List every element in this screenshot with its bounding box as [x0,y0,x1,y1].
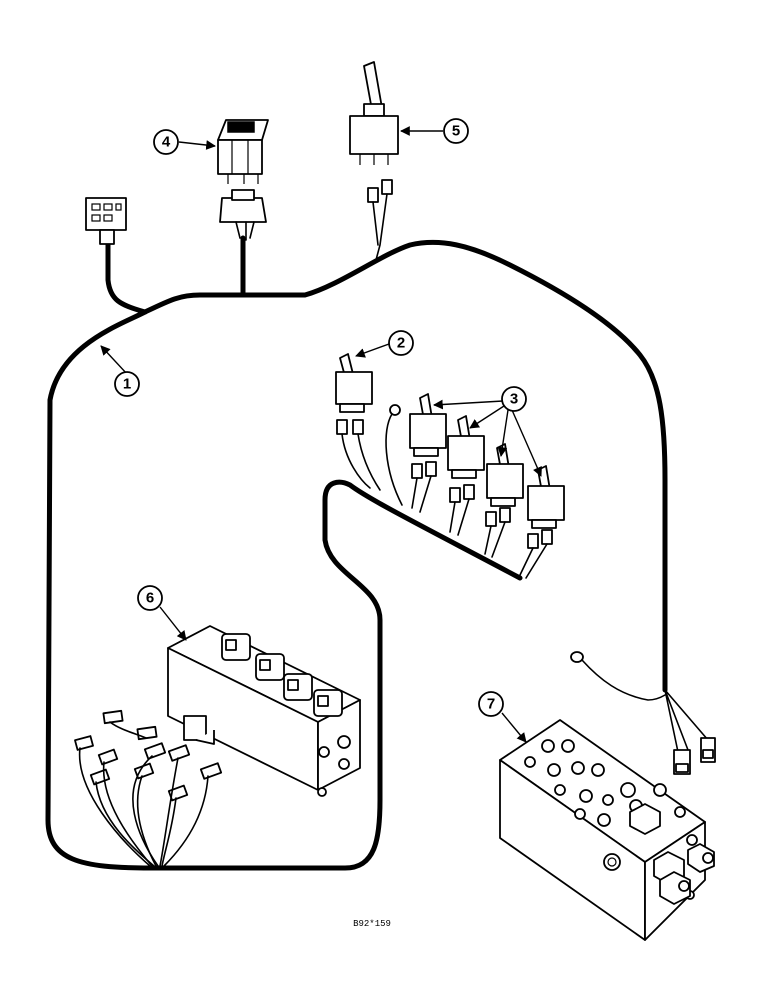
multi-pin-connector [85,197,127,245]
callout-label: 7 [487,696,495,713]
callout-label: 5 [452,123,460,140]
callout-label: 6 [146,590,154,607]
callout-3: 3 [433,386,542,477]
ground-terminal [570,651,666,701]
callout-5: 5 [400,118,469,144]
toggle-switch-3b [447,415,485,536]
rocker-switch [217,119,269,241]
valve-connectors [74,709,223,867]
solenoid-valve-block [167,625,361,797]
hydraulic-valve-block [499,719,715,941]
callout-1: 1 [100,345,140,397]
toggle-switch-3c [484,443,524,558]
toggle-switch-main [349,61,399,261]
callout-label: 3 [510,391,518,408]
callout-6: 6 [137,585,187,641]
toggle-switch-3a [409,393,447,513]
solenoid-coil [313,689,343,717]
solenoid-coil [283,673,313,701]
callout-4: 4 [153,129,216,155]
callout-7: 7 [478,691,527,743]
callout-label: 1 [123,376,131,393]
right-connectors [664,689,716,775]
toggle-switch-3d [519,465,565,579]
figure-code: B92*159 [353,919,391,929]
solenoid-coil [221,633,251,661]
toggle-switch-2 [335,353,403,506]
callout-label: 2 [397,335,405,352]
solenoid-coil [255,653,285,681]
wiring-harness [45,235,668,871]
callout-2: 2 [355,330,414,358]
callout-label: 4 [162,134,171,151]
